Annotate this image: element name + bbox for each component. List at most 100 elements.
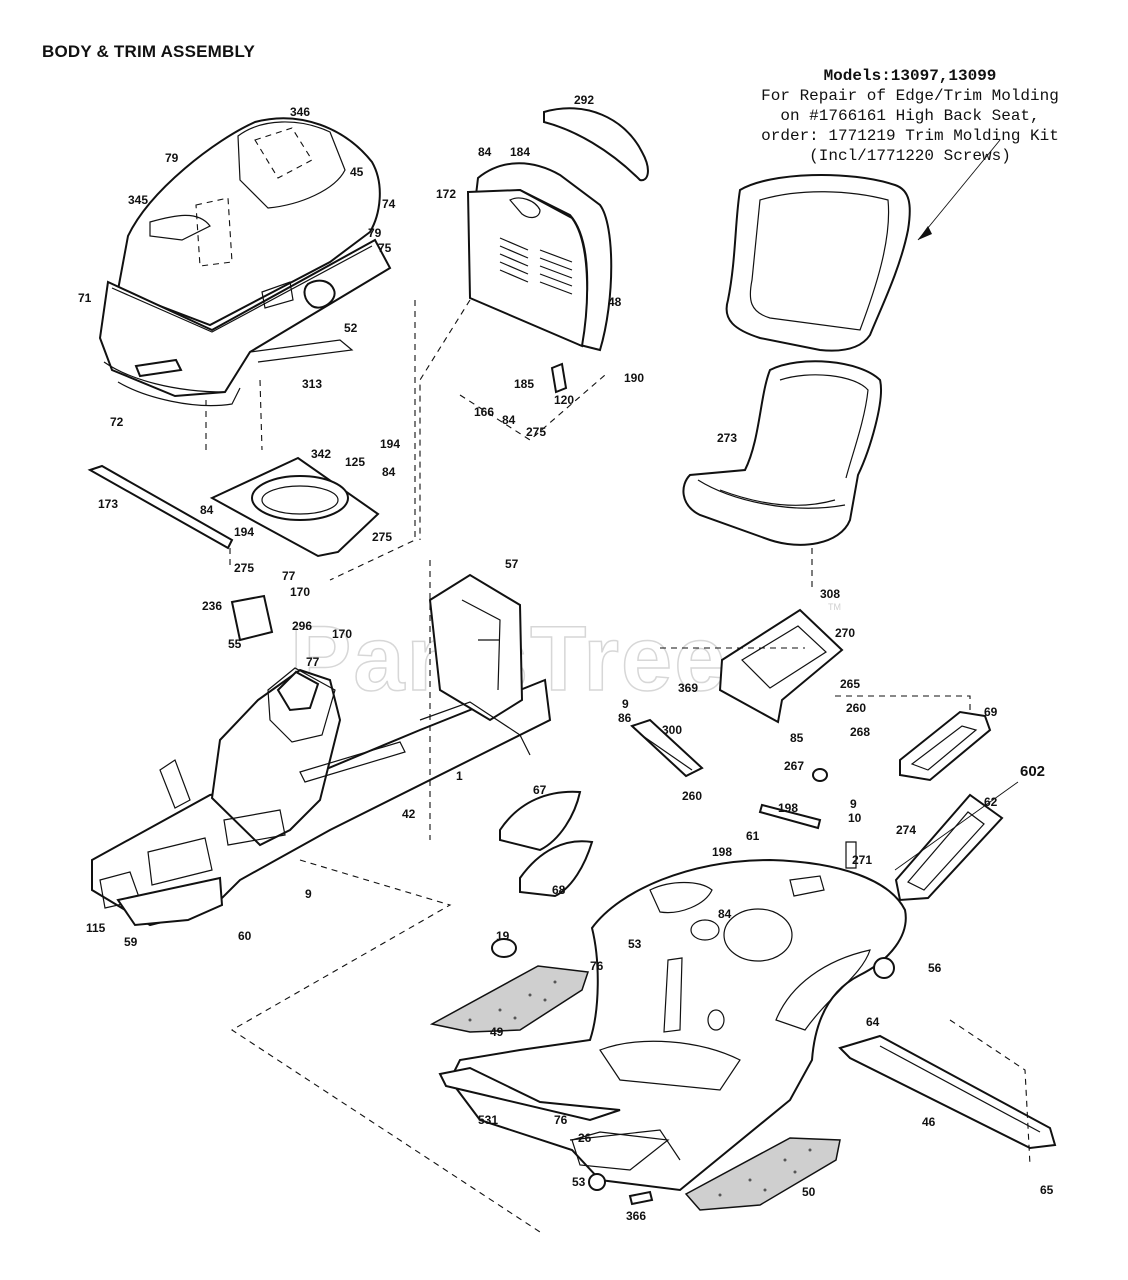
callout-86: 86: [618, 711, 632, 725]
callout-125: 125: [345, 455, 365, 469]
note-line-models: Models:13097,13099: [823, 67, 997, 85]
callout-69: 69: [984, 705, 998, 719]
callout-77: 77: [282, 569, 296, 583]
callout-184: 184: [510, 145, 530, 159]
callout-369: 369: [678, 681, 698, 695]
callout-71: 71: [78, 291, 92, 305]
callout-260: 260: [846, 701, 866, 715]
callout-115: 115: [86, 921, 106, 935]
callout-270: 270: [835, 626, 855, 640]
callout-67: 67: [533, 783, 547, 797]
windscreen-part: [543, 107, 649, 182]
callout-271: 271: [852, 853, 872, 867]
dash-panel: [466, 162, 613, 394]
running-board-531: [438, 1066, 621, 1122]
callout-61: 61: [746, 829, 760, 843]
callout-292: 292: [574, 93, 594, 107]
callout-48: 48: [608, 295, 622, 309]
fender-insert-part: [899, 710, 992, 782]
model-repair-note: Models:13097,13099 For Repair of Edge/Tr…: [720, 66, 1100, 166]
callout-53: 53: [572, 1175, 586, 1189]
callout-602: 602: [1020, 763, 1045, 780]
callout-45: 45: [350, 165, 364, 179]
callout-275: 275: [372, 530, 392, 544]
callout-19: 19: [496, 929, 510, 943]
callout-77: 77: [306, 655, 320, 669]
callout-52: 52: [344, 321, 358, 335]
seat-trim-molding: [725, 139, 1001, 352]
callout-172: 172: [436, 187, 456, 201]
callout-56: 56: [928, 961, 942, 975]
note-line-order: order: 1771219 Trim Molding Kit: [761, 127, 1059, 145]
callout-173: 173: [98, 497, 118, 511]
callout-194: 194: [234, 525, 254, 539]
callout-68: 68: [552, 883, 566, 897]
callout-267: 267: [784, 759, 804, 773]
callout-346: 346: [290, 105, 310, 119]
note-line-repair: For Repair of Edge/Trim Molding: [761, 87, 1059, 105]
callout-531: 531: [478, 1113, 498, 1127]
callout-273: 273: [717, 431, 737, 445]
floor-mat-50: [684, 1137, 841, 1211]
callout-300: 300: [662, 723, 682, 737]
callout-274: 274: [896, 823, 916, 837]
callout-74: 74: [382, 197, 396, 211]
callout-308: 308: [820, 587, 840, 601]
strap-part: [87, 464, 234, 550]
running-board-46: [838, 1034, 1057, 1150]
note-line-screws: (Incl/1771220 Screws): [809, 147, 1011, 165]
callout-198: 198: [778, 801, 798, 815]
seat-adjuster: [630, 718, 704, 778]
plug-part: [628, 1190, 654, 1206]
callout-79: 79: [165, 151, 179, 165]
callout-185: 185: [514, 377, 534, 391]
callout-313: 313: [302, 377, 322, 391]
bracket-part: [230, 594, 274, 642]
seat-pan: [718, 608, 844, 724]
callout-268: 268: [850, 725, 870, 739]
callout-194: 194: [380, 437, 400, 451]
callout-59: 59: [124, 935, 138, 949]
callout-55: 55: [228, 637, 242, 651]
callout-84: 84: [200, 503, 214, 517]
heat-shield-panel: [209, 456, 380, 558]
callout-57: 57: [505, 557, 519, 571]
callout-10: 10: [848, 811, 862, 825]
callout-345: 345: [128, 193, 148, 207]
callout-265: 265: [840, 677, 860, 691]
knob-part: [588, 1173, 606, 1191]
watermark-tm: TM: [828, 602, 841, 612]
callout-60: 60: [238, 929, 252, 943]
callout-62: 62: [984, 795, 998, 809]
callout-170: 170: [332, 627, 352, 641]
callout-72: 72: [110, 415, 124, 429]
callout-342: 342: [311, 447, 331, 461]
callout-236: 236: [202, 599, 222, 613]
floor-mat-49: [429, 965, 590, 1033]
callout-170: 170: [290, 585, 310, 599]
callout-1: 1: [456, 769, 463, 783]
callout-9: 9: [622, 697, 629, 711]
frame-assembly: [91, 573, 552, 927]
callout-85: 85: [790, 731, 804, 745]
callout-84: 84: [382, 465, 396, 479]
callout-84: 84: [478, 145, 492, 159]
note-line-seat: on #1766161 High Back Seat,: [780, 107, 1040, 125]
callout-198: 198: [712, 845, 732, 859]
callout-296: 296: [292, 619, 312, 633]
callout-46: 46: [922, 1115, 936, 1129]
callout-84: 84: [718, 907, 732, 921]
hood-assembly: [98, 117, 392, 407]
callout-190: 190: [624, 371, 644, 385]
callout-120: 120: [554, 393, 574, 407]
callout-275: 275: [234, 561, 254, 575]
page-title: BODY & TRIM ASSEMBLY: [42, 42, 256, 61]
callout-76: 76: [554, 1113, 568, 1127]
callout-9: 9: [850, 797, 857, 811]
seat-part: [682, 360, 882, 546]
callout-366: 366: [626, 1209, 646, 1223]
callout-76: 76: [590, 959, 604, 973]
callout-9: 9: [305, 887, 312, 901]
callout-65: 65: [1040, 1183, 1054, 1197]
